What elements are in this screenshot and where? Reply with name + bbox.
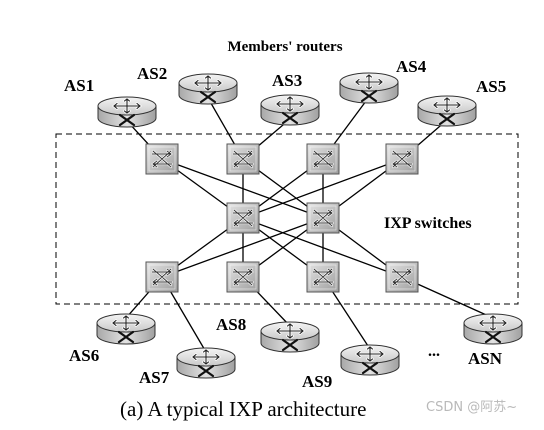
ixp-boundary xyxy=(55,133,519,305)
router-label-as8: AS8 xyxy=(216,315,246,334)
router-as4 xyxy=(339,72,399,104)
router-label-as9: AS9 xyxy=(302,372,332,391)
ixp-switch-sw-t2 xyxy=(226,143,260,175)
router-as6 xyxy=(96,313,156,345)
router-label-asn: ASN xyxy=(468,349,503,368)
router-label-as3: AS3 xyxy=(272,71,302,90)
router-label-as1: AS1 xyxy=(64,76,94,95)
router-as7 xyxy=(176,347,236,379)
ixp-switch-sw-t3 xyxy=(306,143,340,175)
more-routers-ellipsis: ... xyxy=(428,343,440,360)
link-top4-mid1 xyxy=(242,158,403,219)
router-as3 xyxy=(260,94,320,126)
router-as1 xyxy=(97,96,157,128)
router-as9 xyxy=(340,344,400,376)
link-mid1-bot4 xyxy=(242,217,403,278)
ixp-switch-sw-b1 xyxy=(145,261,179,293)
router-label-as5: AS5 xyxy=(476,77,506,96)
ixp-switch-sw-b3 xyxy=(306,261,340,293)
router-as8 xyxy=(260,321,320,353)
router-asn xyxy=(463,313,523,345)
ixp-switch-sw-b4 xyxy=(385,261,419,293)
ixp-switch-sw-m1 xyxy=(226,202,260,234)
router-label-as6: AS6 xyxy=(69,346,99,365)
router-as5 xyxy=(417,95,477,127)
ixp-switches-label: IXP switches xyxy=(384,215,472,232)
router-label-as7: AS7 xyxy=(139,368,170,387)
ixp-switch-sw-t4 xyxy=(385,143,419,175)
routers-group xyxy=(96,72,523,379)
switches-group xyxy=(145,143,419,293)
router-label-as2: AS2 xyxy=(137,64,167,83)
ixp-switch-sw-m2 xyxy=(306,202,340,234)
ixp-switch-sw-t1 xyxy=(145,143,179,175)
figure-caption: (a) A typical IXP architecture xyxy=(120,397,366,421)
router-as2 xyxy=(178,73,238,105)
router-label-as4: AS4 xyxy=(396,57,427,76)
watermark-text: CSDN @阿苏~ xyxy=(426,399,517,415)
ixp-switch-sw-b2 xyxy=(226,261,260,293)
members-routers-title: Members' routers xyxy=(227,39,342,55)
